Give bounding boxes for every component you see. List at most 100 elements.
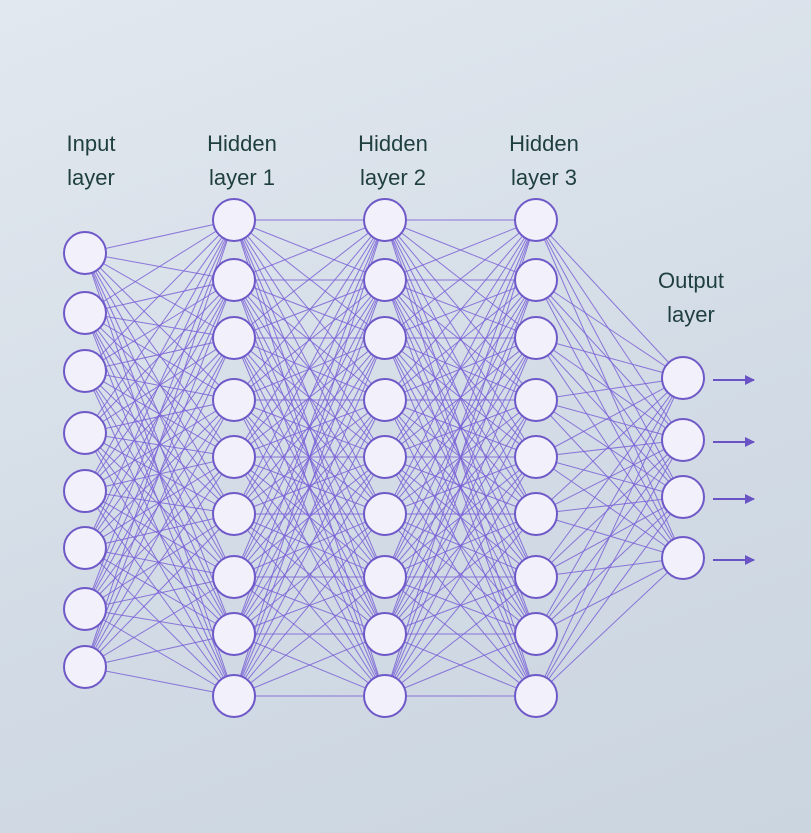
connection-l3-8-2 — [535, 496, 684, 697]
connection-l0-7-4 — [84, 456, 235, 668]
connection-l2-4-0 — [384, 219, 537, 458]
connection-l1-5-1 — [233, 279, 386, 515]
connection-l3-4-0 — [535, 377, 684, 458]
hidden3-neuron-5 — [514, 435, 558, 479]
output-layer-label: Output layer — [636, 264, 746, 332]
connection-l0-7-2 — [84, 337, 235, 668]
hidden2-neuron-3 — [363, 316, 407, 360]
output-neuron-4 — [661, 536, 705, 580]
connection-l1-8-4 — [233, 456, 386, 697]
input-neuron-8 — [63, 645, 107, 689]
input-neuron-5 — [63, 469, 107, 513]
connections — [84, 219, 684, 697]
hidden-layer-2-label: Hidden layer 2 — [338, 127, 448, 195]
connection-l1-7-2 — [233, 337, 386, 635]
output-neuron-2 — [661, 418, 705, 462]
connection-l3-7-2 — [535, 496, 684, 635]
input-neuron-4 — [63, 411, 107, 455]
hidden3-neuron-6 — [514, 492, 558, 536]
neurons — [63, 198, 705, 718]
hidden3-neuron-4 — [514, 378, 558, 422]
connection-l0-1-1 — [84, 279, 235, 314]
hidden1-neuron-9 — [212, 674, 256, 718]
hidden2-neuron-4 — [363, 378, 407, 422]
hidden1-neuron-8 — [212, 612, 256, 656]
connection-l3-3-0 — [535, 377, 684, 401]
connection-l3-6-1 — [535, 439, 684, 578]
connection-l0-7-7 — [84, 633, 235, 668]
connection-l1-8-0 — [233, 219, 386, 697]
hidden3-neuron-3 — [514, 316, 558, 360]
connection-l0-7-6 — [84, 576, 235, 668]
hidden3-neuron-8 — [514, 612, 558, 656]
connection-l2-1-0 — [384, 219, 537, 281]
connection-l3-0-1 — [535, 219, 684, 441]
connection-l0-3-3 — [84, 399, 235, 434]
output-layer-label-line2: layer — [667, 302, 715, 327]
connection-l1-2-0 — [233, 219, 386, 339]
connection-l0-3-8 — [84, 432, 235, 697]
connection-l0-5-0 — [84, 219, 235, 549]
hidden2-neuron-6 — [363, 492, 407, 536]
hidden-layer-3-label: Hidden layer 3 — [489, 127, 599, 195]
hidden3-neuron-9 — [514, 674, 558, 718]
connection-l1-6-1 — [233, 279, 386, 578]
connection-l1-3-0 — [233, 219, 386, 401]
connection-l1-5-0 — [233, 219, 386, 515]
output-arrows — [713, 375, 755, 565]
connection-l3-5-0 — [535, 377, 684, 515]
hidden1-neuron-6 — [212, 492, 256, 536]
connection-l1-7-4 — [233, 456, 386, 635]
hidden1-neuron-2 — [212, 258, 256, 302]
hidden3-neuron-1 — [514, 198, 558, 242]
connection-l3-8-0 — [535, 377, 684, 697]
connection-l0-6-3 — [84, 399, 235, 610]
connection-l3-4-1 — [535, 439, 684, 458]
connection-l1-8-7 — [233, 633, 386, 697]
hidden1-neuron-1 — [212, 198, 256, 242]
hidden2-neuron-7 — [363, 555, 407, 599]
connection-l2-8-7 — [384, 633, 537, 697]
hidden3-neuron-2 — [514, 258, 558, 302]
connection-l2-4-1 — [384, 279, 537, 458]
connection-l1-7-0 — [233, 219, 386, 635]
connection-l0-6-0 — [84, 219, 235, 610]
output-neuron-1 — [661, 356, 705, 400]
connection-l2-8-3 — [384, 399, 537, 697]
hidden-layer-3-label-line2: layer 3 — [510, 165, 578, 190]
connection-l2-8-6 — [384, 576, 537, 697]
input-neuron-1 — [63, 231, 107, 275]
connection-l2-7-2 — [384, 337, 537, 635]
hidden2-neuron-1 — [363, 198, 407, 242]
hidden2-neuron-8 — [363, 612, 407, 656]
hidden-layer-2-label-line2: layer 2 — [359, 165, 427, 190]
connection-l3-7-0 — [535, 377, 684, 635]
connection-l3-1-1 — [535, 279, 684, 441]
input-layer-label: Input layer — [36, 127, 146, 195]
output-neuron-3 — [661, 475, 705, 519]
connection-l1-4-0 — [233, 219, 386, 458]
connection-l2-7-0 — [384, 219, 537, 635]
connection-l1-8-2 — [233, 337, 386, 697]
connection-l1-6-0 — [233, 219, 386, 578]
connection-l2-6-0 — [384, 219, 537, 578]
hidden1-neuron-3 — [212, 316, 256, 360]
connection-l1-8-6 — [233, 576, 386, 697]
hidden2-neuron-5 — [363, 435, 407, 479]
hidden3-neuron-7 — [514, 555, 558, 599]
input-layer-label-line1: Input — [66, 131, 116, 156]
hidden-layer-1-label-line1: Hidden — [207, 131, 277, 156]
hidden1-neuron-4 — [212, 378, 256, 422]
hidden1-neuron-5 — [212, 435, 256, 479]
connection-l0-7-8 — [84, 666, 235, 697]
connection-l1-8-1 — [233, 279, 386, 697]
connection-l3-8-3 — [535, 557, 684, 697]
connection-l3-1-0 — [535, 279, 684, 379]
hidden-layer-3-label-line1: Hidden — [509, 131, 579, 156]
connection-l0-7-3 — [84, 399, 235, 668]
connection-l0-3-0 — [84, 219, 235, 434]
hidden2-neuron-9 — [363, 674, 407, 718]
connection-l3-6-0 — [535, 377, 684, 578]
